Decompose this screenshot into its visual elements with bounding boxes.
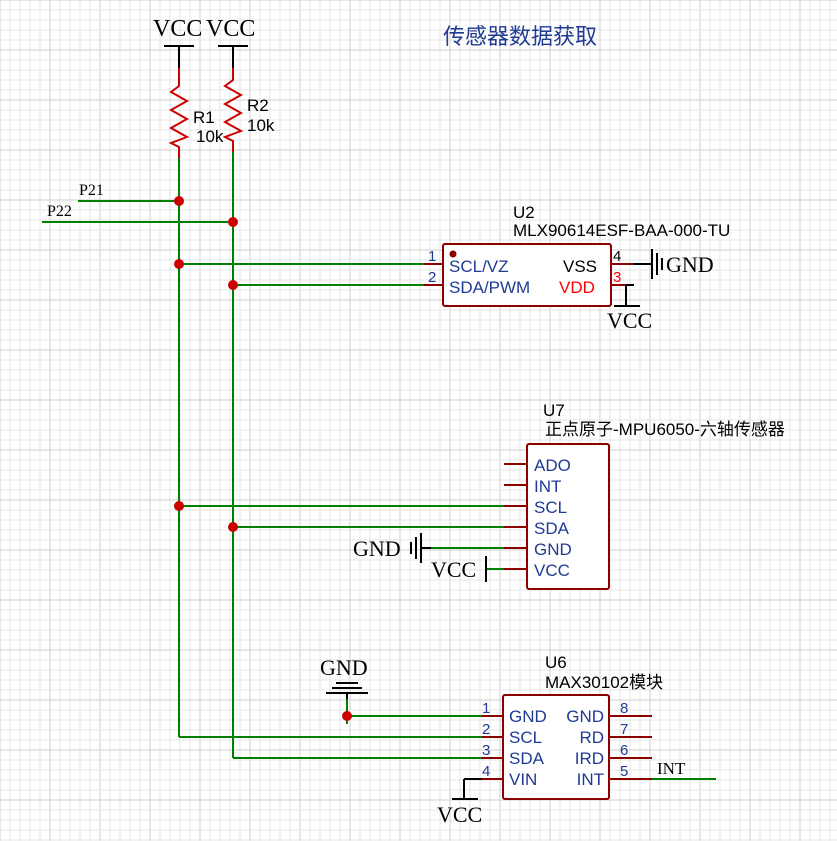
u2-pin4-name: VSS bbox=[563, 257, 597, 276]
p22-label: P22 bbox=[47, 203, 72, 220]
u6-gnd-symbol bbox=[326, 682, 368, 699]
u2-pin1-num: 1 bbox=[428, 248, 436, 265]
u6-pin8-num: 8 bbox=[620, 700, 628, 717]
u2-ref: U2 bbox=[513, 203, 535, 222]
u2-pin2-num: 2 bbox=[428, 269, 436, 286]
u6-module[interactable] bbox=[482, 694, 652, 800]
u2-vcc-symbol bbox=[614, 284, 640, 307]
r1-ref: R1 bbox=[193, 108, 215, 127]
u2-gnd-symbol bbox=[634, 249, 663, 279]
junction-p22 bbox=[228, 217, 238, 227]
u7-part: 正点原子-MPU6050-六轴传感器 bbox=[545, 420, 785, 439]
u6-pin7-num: 7 bbox=[620, 721, 628, 738]
junction-p21 bbox=[174, 196, 184, 206]
u6-pin8-name: GND bbox=[566, 707, 604, 726]
u6-pin6-num: 6 bbox=[620, 742, 628, 759]
junction-u7-sda bbox=[228, 522, 238, 532]
resistor-r1[interactable] bbox=[168, 68, 190, 158]
u2-part: MLX90614ESF-BAA-000-TU bbox=[513, 221, 730, 240]
u6-ref: U6 bbox=[545, 653, 567, 672]
u7-pin-scl: SCL bbox=[534, 498, 567, 517]
junction-u2-scl bbox=[174, 259, 184, 269]
u6-pin5-num: 5 bbox=[620, 763, 628, 780]
u7-pin-sda: SDA bbox=[534, 519, 570, 538]
vcc-label-r2: VCC bbox=[206, 16, 255, 42]
u6-vcc-label: VCC bbox=[437, 802, 482, 827]
int-net-label: INT bbox=[657, 759, 686, 778]
u7-ref: U7 bbox=[543, 401, 565, 420]
u7-vcc-label: VCC bbox=[431, 557, 476, 582]
u6-pin2-name: SCL bbox=[509, 728, 542, 747]
r1-value: 10k bbox=[196, 127, 224, 146]
u6-pin1-name: GND bbox=[509, 707, 547, 726]
u6-pin1-num: 1 bbox=[482, 700, 490, 717]
u2-vcc-label: VCC bbox=[607, 308, 652, 333]
junction-u2-sda bbox=[228, 280, 238, 290]
u6-pin5-name: INT bbox=[577, 770, 604, 789]
u2-chip[interactable] bbox=[424, 243, 634, 307]
p21-label: P21 bbox=[79, 182, 104, 199]
u7-module[interactable] bbox=[504, 443, 610, 590]
u7-gnd-symbol bbox=[410, 533, 431, 563]
u6-vcc-symbol bbox=[452, 778, 482, 800]
u6-gnd-label: GND bbox=[320, 655, 368, 680]
u7-pin-gnd: GND bbox=[534, 540, 572, 559]
u2-pin2-name: SDA/PWM bbox=[449, 278, 530, 297]
schematic-title: 传感器数据获取 bbox=[443, 25, 597, 50]
u6-pin4-name: VIN bbox=[509, 770, 537, 789]
r2-ref: R2 bbox=[247, 96, 269, 115]
vcc-label-r1: VCC bbox=[153, 16, 202, 42]
junction-u6-gnd bbox=[342, 711, 352, 721]
u7-pin-ado: ADO bbox=[534, 456, 571, 475]
u2-pin1-name: SCL/VZ bbox=[449, 257, 509, 276]
u6-part: MAX30102模块 bbox=[545, 673, 663, 692]
u2-pin3-num: 3 bbox=[613, 269, 621, 286]
u2-pin3-name: VDD bbox=[559, 278, 595, 297]
u6-pin7-name: RD bbox=[579, 728, 604, 747]
u2-gnd-label: GND bbox=[666, 252, 714, 277]
resistor-r2[interactable] bbox=[222, 68, 244, 152]
u7-gnd-label: GND bbox=[353, 536, 401, 561]
u6-pin4-num: 4 bbox=[482, 763, 490, 780]
u7-pin-int: INT bbox=[534, 477, 561, 496]
u7-pin-vcc: VCC bbox=[534, 561, 570, 580]
junction-u7-scl bbox=[174, 501, 184, 511]
u6-pin2-num: 2 bbox=[482, 721, 490, 738]
u6-pin6-name: IRD bbox=[575, 749, 604, 768]
u2-pin4-num: 4 bbox=[613, 248, 621, 265]
r2-value: 10k bbox=[247, 116, 275, 135]
u6-pin3-num: 3 bbox=[482, 742, 490, 759]
u6-pin3-name: SDA bbox=[509, 749, 545, 768]
